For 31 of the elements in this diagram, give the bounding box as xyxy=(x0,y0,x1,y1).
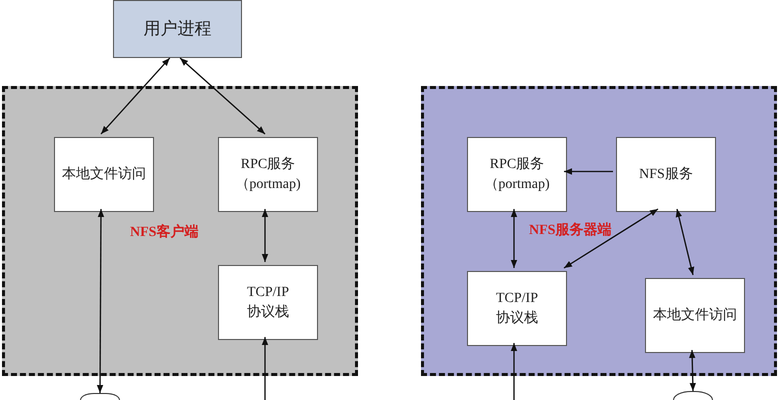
arrow xyxy=(180,58,266,134)
component-box xyxy=(645,278,745,353)
arrow xyxy=(262,209,268,262)
box-label: RPC服务（portmap) xyxy=(483,156,551,194)
arrow xyxy=(689,350,696,392)
group-title: NFS服务器端 xyxy=(529,221,612,239)
group-title: NFS客户端 xyxy=(130,223,198,241)
arrow xyxy=(510,343,518,400)
component-box xyxy=(616,137,716,212)
component-box xyxy=(218,137,318,212)
component-box xyxy=(467,271,567,346)
box-label: TCP/IP 协议栈 xyxy=(494,290,539,328)
arrow xyxy=(564,208,658,269)
box-label: NFS服务 xyxy=(638,166,694,184)
box-label: 本地文件访问 xyxy=(652,306,738,324)
component-box xyxy=(467,137,567,212)
component-box xyxy=(54,137,154,212)
arrow xyxy=(510,209,518,268)
dashed-group-box xyxy=(421,86,777,376)
arrow xyxy=(676,208,694,276)
process-box xyxy=(113,0,242,58)
arrow xyxy=(100,58,170,134)
component-box xyxy=(218,265,318,340)
box-label: TCP/IP 协议栈 xyxy=(246,284,290,322)
dashed-group-box xyxy=(2,86,358,376)
box-label: 用户进程 xyxy=(142,19,212,39)
box-label: RPC服务（portmap) xyxy=(234,156,302,194)
arrow xyxy=(96,209,104,393)
arrow xyxy=(262,337,268,400)
box-label: 本地文件访问 xyxy=(61,165,147,184)
arrow xyxy=(564,168,613,175)
